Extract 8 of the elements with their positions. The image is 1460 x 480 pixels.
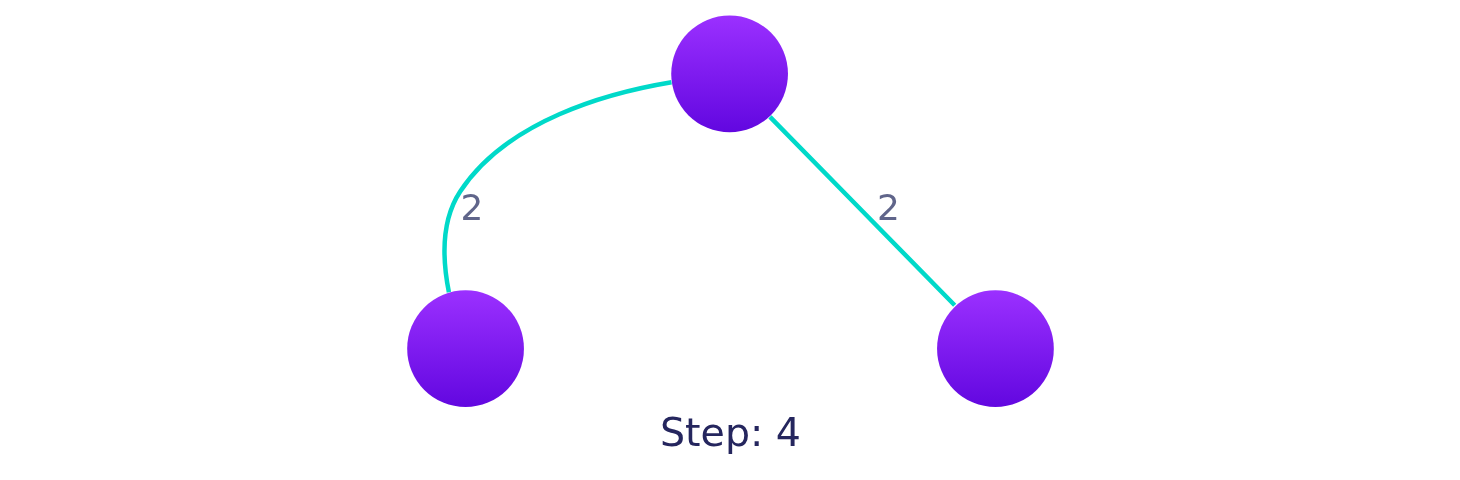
caption: Step: 4 — [659, 408, 801, 455]
edge-label: 2 — [876, 187, 900, 229]
node-circle — [406, 290, 524, 408]
node-circle — [670, 15, 788, 133]
edge-label: 2 — [459, 187, 483, 229]
node-circle — [936, 290, 1054, 408]
connector — [441, 79, 672, 293]
connector — [767, 115, 956, 307]
